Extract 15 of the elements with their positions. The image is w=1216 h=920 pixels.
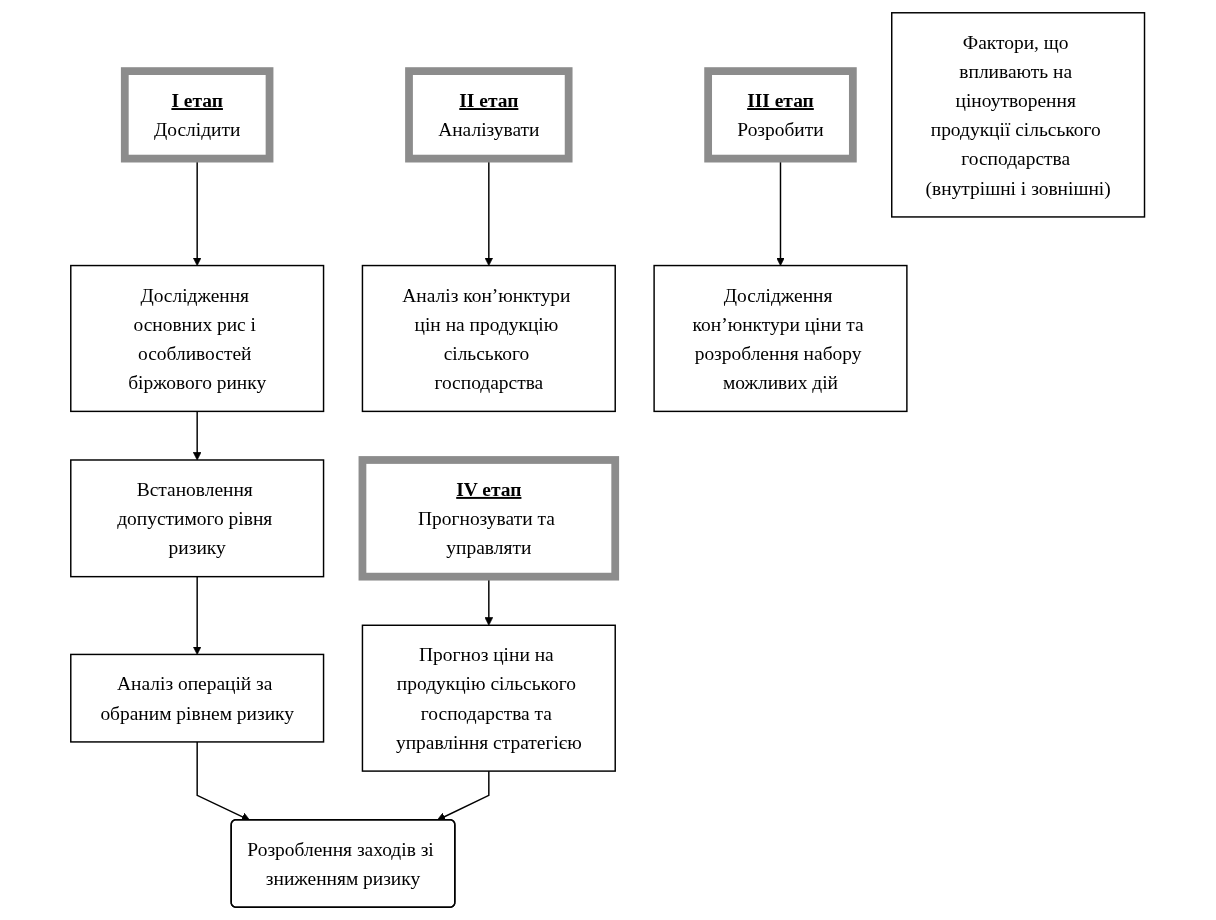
node-box: Дослідження кон’юнктури ціни та розроблення набору можливих дій — [653, 264, 908, 413]
node-box: I етап Дослідити — [121, 67, 274, 163]
node-box: III етап Розробити — [704, 67, 858, 163]
node-box: Встановлення допустимого рівня ризику — [70, 459, 325, 578]
node-box: Прогноз ціни на продукцію сільського господарства та управління стратегією — [362, 624, 617, 772]
node-box: Аналіз операцій за обраним рівнем ризику — [70, 653, 325, 743]
arrow — [196, 741, 251, 821]
node-box: Фактори, що впливають на ціноутворення продукції сільського господарства (внутрішні і зовнішні) — [891, 12, 1146, 218]
node-box: IV етап Прогнозувати та управляти — [358, 456, 620, 581]
arrow — [437, 770, 490, 821]
node-box: Аналіз кон’юнктури цін на продукцію сільського господарства — [362, 264, 617, 413]
arrow — [193, 410, 202, 461]
node-box: Дослідження основних рис і особливостей біржового ринку — [70, 264, 325, 413]
node-box: II етап Аналізувати — [405, 67, 573, 163]
arrow — [193, 575, 202, 655]
